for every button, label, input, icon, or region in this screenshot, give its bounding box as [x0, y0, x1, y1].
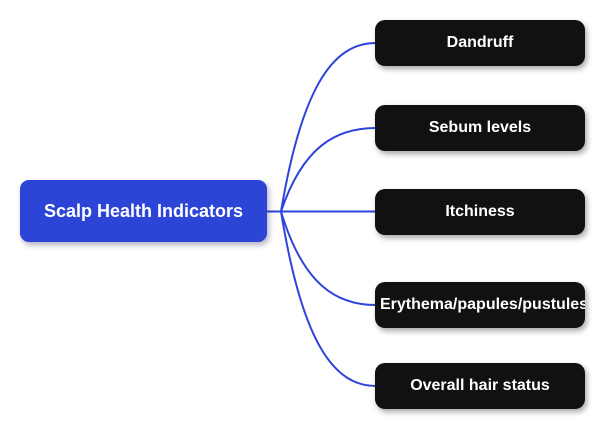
child-node-sebum-levels[interactable]: Sebum levels — [375, 105, 585, 151]
connector-path — [265, 210, 377, 387]
connector-path — [265, 210, 377, 306]
child-node-overall-hair-status[interactable]: Overall hair status — [375, 363, 585, 409]
connector-path — [265, 42, 377, 213]
connector-path — [265, 127, 377, 213]
child-node-dandruff[interactable]: Dandruff — [375, 20, 585, 66]
root-node-scalp-health-indicators[interactable]: Scalp Health Indicators — [20, 180, 267, 242]
child-node-itchiness[interactable]: Itchiness — [375, 189, 585, 235]
child-node-erythema-papules-pustules[interactable]: Erythema/papules/pustules — [375, 282, 585, 328]
